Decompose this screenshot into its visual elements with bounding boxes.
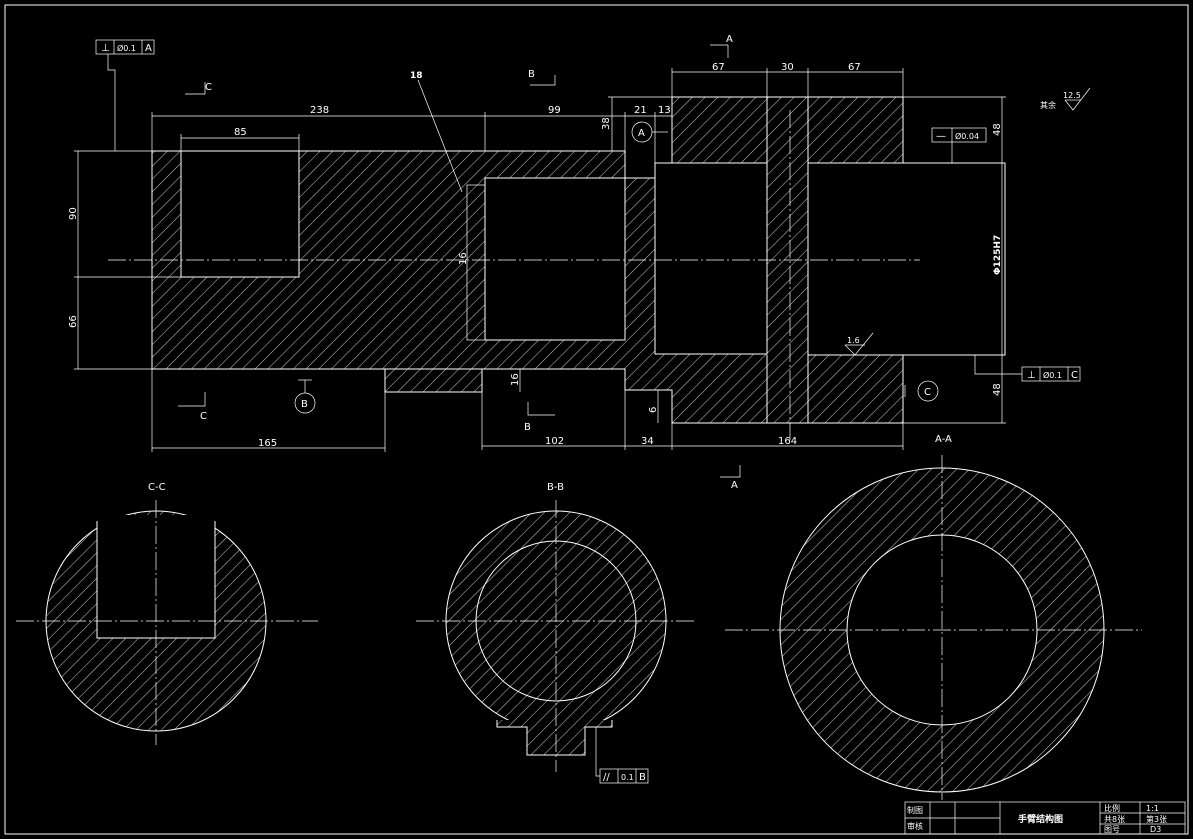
- middle-bore: [484, 177, 626, 341]
- cut-c-top: C: [205, 82, 212, 93]
- cut-b-top: B: [528, 69, 535, 80]
- part-number-18: 18: [410, 71, 423, 81]
- dim-6: 6: [648, 407, 659, 413]
- cut-c-bottom: C: [200, 411, 207, 422]
- dim-164: 164: [778, 436, 797, 447]
- section-bb-label: B-B: [547, 482, 564, 493]
- cut-b-bottom: B: [524, 422, 531, 433]
- tb-sheet-no: 第3张: [1146, 814, 1167, 824]
- dim-16-lower: 16: [510, 373, 521, 386]
- dim-85: 85: [234, 127, 247, 138]
- svg-text:Ø0.1: Ø0.1: [117, 43, 136, 53]
- svg-text:A: A: [145, 43, 152, 54]
- dim-67-right: 67: [848, 62, 861, 73]
- tb-scale-label: 比例: [1104, 803, 1120, 813]
- main-section-view: [108, 96, 1006, 440]
- svg-text:—: —: [936, 131, 946, 142]
- section-b-b: B-B: [416, 482, 694, 772]
- end-bore: [807, 162, 1006, 356]
- svg-text:1.6: 1.6: [847, 336, 860, 345]
- tolerance-perp-c: ⊥ Ø0.1 C: [974, 355, 1081, 382]
- section-a-a: A-A: [725, 434, 1142, 800]
- dim-30: 30: [781, 62, 794, 73]
- cut-a-top: A: [726, 34, 733, 45]
- dim-dia-125: Φ125H7: [993, 235, 1003, 275]
- cutting-plane-marks: C C B B A A: [178, 34, 741, 491]
- svg-text:Ø0.04: Ø0.04: [955, 131, 979, 141]
- section-cc-label: C-C: [148, 482, 166, 493]
- datum-b: B: [301, 399, 308, 410]
- tolerance-parallel-b: // 0.1 B: [595, 725, 649, 784]
- dimensions: 238 99 85 21 13 38 67 30 67 48 Φ125H7: [68, 62, 1006, 452]
- dim-90: 90: [68, 207, 79, 220]
- dim-66: 66: [68, 315, 79, 328]
- left-slot: [180, 150, 300, 278]
- datum-c: C: [924, 387, 931, 398]
- datum-markers: A B C: [294, 121, 939, 414]
- title-block: 制图 审核 手臂结构图 比例 1:1 共8张 第3张 图号 D3: [904, 801, 1186, 835]
- tolerance-straightness: — Ø0.04: [931, 127, 987, 163]
- dim-21: 21: [634, 105, 647, 116]
- svg-text:Ø0.1: Ø0.1: [1043, 370, 1062, 380]
- tb-sheets: 共8张: [1104, 815, 1125, 824]
- dim-238: 238: [310, 105, 329, 116]
- dim-16-inner: 16: [458, 252, 469, 265]
- right-bore: [654, 162, 768, 355]
- dim-38: 38: [601, 117, 612, 130]
- tb-title: 手臂结构图: [1018, 813, 1063, 825]
- dim-48-bottom: 48: [992, 383, 1003, 396]
- svg-text:0.1: 0.1: [621, 773, 634, 782]
- dim-34: 34: [641, 436, 654, 447]
- svg-text:B: B: [639, 772, 646, 783]
- tolerance-perp-a: ⊥ Ø0.1 A: [95, 39, 155, 151]
- svg-text:C: C: [1071, 370, 1078, 381]
- svg-text:⊥: ⊥: [101, 43, 110, 54]
- svg-text://: //: [603, 772, 610, 783]
- dim-13: 13: [658, 105, 671, 116]
- tb-drawing-no-label: 图号: [1104, 825, 1120, 834]
- dim-102: 102: [545, 436, 564, 447]
- tb-drawn: 制图: [907, 805, 923, 815]
- dim-99: 99: [548, 105, 561, 116]
- svg-text:其余: 其余: [1040, 100, 1056, 110]
- dim-165: 165: [258, 438, 277, 449]
- tb-drawing-no: D3: [1150, 825, 1161, 834]
- tb-checked: 审核: [907, 821, 923, 831]
- dim-48-top: 48: [992, 123, 1003, 136]
- svg-text:⊥: ⊥: [1027, 370, 1036, 381]
- section-aa-label: A-A: [935, 434, 952, 445]
- dim-67-left: 67: [712, 62, 725, 73]
- roughness-rest: 其余 12.5: [1040, 87, 1091, 111]
- tb-scale-value: 1:1: [1146, 804, 1159, 813]
- roughness-16: 1.6: [844, 332, 874, 356]
- section-c-c: C-C: [16, 482, 318, 745]
- drawing-frame: [4, 4, 1189, 835]
- datum-a: A: [638, 128, 645, 139]
- cut-a-bottom: A: [731, 480, 738, 491]
- svg-text:12.5: 12.5: [1063, 91, 1081, 100]
